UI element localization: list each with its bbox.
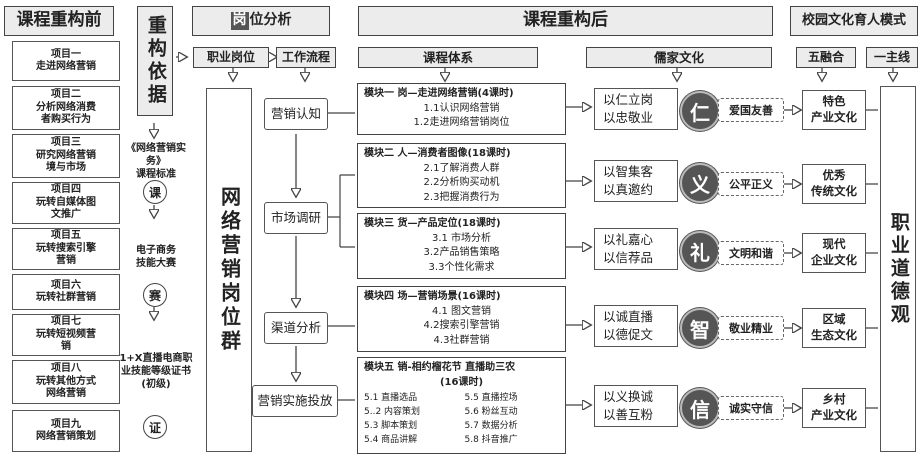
virtue-circle-ren: 仁 <box>680 91 720 131</box>
basis-standard: 《网络营销实务》 课程标准 <box>126 143 186 180</box>
subheader-confucian: 儒家文化 <box>586 47 772 68</box>
workflow-step: 营销实施投放 <box>252 385 338 417</box>
module-item: 5.7 数据分析 <box>464 421 518 432</box>
module-title: 模块三 货—产品定位(18课时) <box>364 218 501 229</box>
seal-course: 课 <box>143 180 167 204</box>
module-box: 模块二 人—消费者图像(18课时) 2.1了解消费人群 2.2分析购买动机 2.… <box>357 143 566 208</box>
module-item: 4.1 图文营销 <box>431 305 492 317</box>
fusion-box: 区域 生态文化 <box>802 308 866 348</box>
virtue-line: 以义换诚 <box>603 388 654 404</box>
seal-contest: 赛 <box>143 283 167 307</box>
module-item: 5.1 直播选品 <box>364 393 418 403</box>
virtue-circle-xin: 信 <box>680 388 720 428</box>
module-title: 模块四 场—营销场景(16课时) <box>364 291 501 302</box>
header-basis: 重构依据 <box>137 6 173 116</box>
fusion-box: 优秀 传统文化 <box>802 164 866 204</box>
workflow-step: 市场调研 <box>264 202 328 234</box>
virtue-pair: 以智集客 以真邀约 <box>594 160 678 202</box>
subheader-job: 职业岗位 <box>193 47 269 68</box>
module-title: 模块二 人—消费者图像(18课时) <box>364 148 511 159</box>
value-box: 公平正义 <box>718 172 784 196</box>
module-item: 2.3把握消费行为 <box>423 191 500 203</box>
module-box: 模块三 货—产品定位(18课时) 3.1 市场分析 3.2产品销售策略 3.3个… <box>357 213 566 279</box>
subheader-system: 课程体系 <box>358 47 538 68</box>
module-box: 模块一 岗—走进网络营销(4课时) 1.1认识网络营销 1.2走进网络营销岗位 <box>357 83 566 135</box>
fusion-box: 现代 企业文化 <box>802 233 866 273</box>
module-box: 模块五 销-相约榴花节 直播助三农 (16课时) 5.1 直播选品 5.5 直播… <box>357 357 566 454</box>
virtue-pair: 以仁立岗 以忠敬业 <box>594 88 678 130</box>
module-item: 3.3个性化需求 <box>428 261 495 273</box>
module-item: 5.3 脚本策划 <box>364 421 418 432</box>
module-item: 2.1了解消费人群 <box>423 162 500 174</box>
module-title: 模块一 岗—走进网络营销(4课时) <box>364 88 514 99</box>
virtue-line: 以真邀约 <box>603 182 654 197</box>
module-item: 5.4 商品讲解 <box>364 435 418 446</box>
workflow-step: 营销认知 <box>264 98 328 130</box>
module-item: 5..2 内容策划 <box>364 407 421 418</box>
header-before: 课程重构前 <box>4 6 114 36</box>
before-item: 项目一 走进网络营销 <box>12 41 120 81</box>
virtue-line: 以仁立岗 <box>603 91 654 107</box>
before-item: 项目二 分析网络消费 者购买行为 <box>12 86 120 130</box>
before-item: 项目七 玩转短视频营 销 <box>12 314 120 356</box>
virtue-pair: 以义换诚 以善互粉 <box>594 385 678 427</box>
virtue-circle-zhi: 智 <box>680 308 720 348</box>
virtue-circle-li: 礼 <box>680 231 720 271</box>
module-item: 1.1认识网络营销 <box>423 102 500 114</box>
virtue-line: 以信荐品 <box>603 250 654 265</box>
subheader-workflow: 工作流程 <box>276 47 336 68</box>
fusion-box: 特色 产业文化 <box>802 90 866 130</box>
module-item: 5.5 直播控场 <box>464 393 518 403</box>
value-box: 爱国友善 <box>718 98 784 122</box>
module-item: 1.2走进网络营销岗位 <box>413 117 510 128</box>
header-after: 课程重构后 <box>358 6 773 36</box>
value-box: 文明和谐 <box>718 241 784 265</box>
basis-cert: 1+X直播电商职 业技能等级证书 (初级) <box>119 353 193 390</box>
virtue-line: 以诚直播 <box>603 308 654 324</box>
job-analysis-highlight: 岗 <box>230 12 249 30</box>
header-job-analysis: 岗 位分析 <box>192 6 330 36</box>
virtue-line: 以善互粉 <box>603 407 654 422</box>
before-item: 项目九 网络营销策划 <box>12 410 120 452</box>
module-title: 模块五 销-相约榴花节 直播助三农 <box>364 362 516 373</box>
module-item: 3.1 市场分析 <box>431 232 492 244</box>
virtue-pair: 以诚直播 以德促文 <box>594 305 678 347</box>
job-group: 网络营销岗位群 <box>206 88 252 452</box>
virtue-circle-yi: 义 <box>680 163 720 203</box>
virtue-line: 以德促文 <box>603 327 654 342</box>
subheader-five: 五融合 <box>796 47 856 68</box>
main-line: 职业道德观 <box>880 86 916 452</box>
module-item: 2.2分析购买动机 <box>423 177 500 188</box>
module-item: 4.3社群营销 <box>433 334 490 346</box>
value-box: 诚实守信 <box>718 396 784 420</box>
before-item: 项目八 玩转其他方式 网络营销 <box>12 360 120 404</box>
before-item: 项目四 玩转自媒体图 文推广 <box>12 182 120 224</box>
virtue-line: 以礼嘉心 <box>603 231 654 247</box>
basis-contest: 电子商务 技能大赛 <box>136 245 176 269</box>
header-campus: 校园文化育人模式 <box>790 6 918 36</box>
value-box: 敬业精业 <box>718 316 784 340</box>
seal-cert: 证 <box>143 415 167 439</box>
virtue-line: 以智集客 <box>603 163 654 179</box>
before-item: 项目六 玩转社群营销 <box>12 274 120 310</box>
module-hours: (16课时) <box>439 376 484 388</box>
module-item: 5.8 抖音推广 <box>464 435 518 446</box>
module-item: 3.2产品销售策略 <box>423 247 500 258</box>
subheader-one: 一主线 <box>866 47 918 68</box>
module-item: 4.2搜索引擎营销 <box>423 320 500 331</box>
virtue-pair: 以礼嘉心 以信荐品 <box>594 228 678 270</box>
workflow-step: 渠道分析 <box>264 312 328 344</box>
before-item: 项目五 玩转搜索引擎 营销 <box>12 228 120 270</box>
before-item: 项目三 研究网络营销 境与市场 <box>12 134 120 178</box>
fusion-box: 乡村 产业文化 <box>802 388 866 428</box>
module-box: 模块四 场—营销场景(16课时) 4.1 图文营销 4.2搜索引擎营销 4.3社… <box>357 286 566 352</box>
module-item: 5.6 粉丝互动 <box>464 407 518 418</box>
module-item-grid: 5.1 直播选品 5.5 直播控场 5..2 内容策划 5.6 粉丝互动 5.3… <box>358 392 565 447</box>
virtue-line: 以忠敬业 <box>603 110 654 125</box>
job-analysis-rest: 位分析 <box>249 12 292 29</box>
